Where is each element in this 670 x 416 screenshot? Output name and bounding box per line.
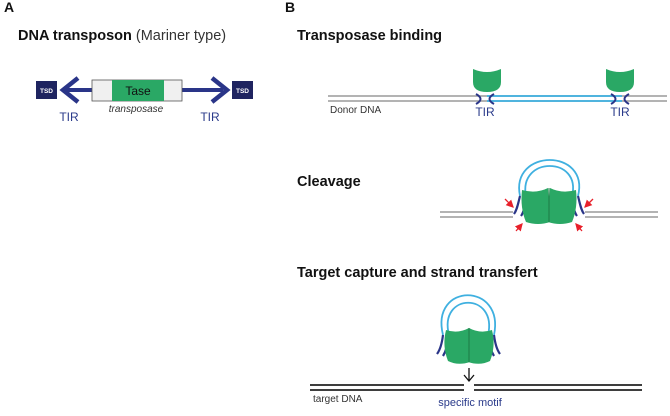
transposase-dimer-cleavage: [521, 188, 577, 224]
panel-a-title-bold: DNA transposon: [18, 28, 132, 44]
step-target-capture: Target capture and strand transfert: [297, 265, 642, 409]
tir-arrow-right: [182, 76, 231, 104]
transposase-gene: [112, 80, 164, 101]
tir-right-label: TIR: [200, 110, 220, 124]
tir-left-label: TIR: [59, 110, 79, 124]
step1-tir-left-label: TIR: [475, 105, 495, 119]
step-cleavage: Cleavage: [297, 159, 658, 232]
specific-motif-label: specific motif: [438, 397, 503, 409]
transposon-loop-inner: [524, 165, 574, 197]
panel-b: B Transposase binding Donor DNA TIR TIR …: [285, 0, 667, 409]
cleavage-arrow-top-right: [584, 198, 594, 208]
tir-mark-right: [610, 93, 617, 105]
transposase-monomer-left: [473, 69, 501, 92]
transposase-dimer-target: [444, 328, 494, 364]
panel-a-letter: A: [4, 0, 14, 15]
transposase-gene-label: Tase: [125, 84, 151, 98]
step2-title: Cleavage: [297, 174, 361, 190]
step3-title: Target capture and strand transfert: [297, 265, 538, 281]
step-transposase-binding: Transposase binding Donor DNA TIR TIR: [297, 28, 667, 119]
tsd-left: TSD: [36, 81, 57, 99]
cleavage-arrow-bottom-right: [575, 223, 584, 232]
step1-tir-right-label: TIR: [610, 105, 630, 119]
transposase-caption: transposase: [109, 104, 164, 115]
target-loop-outer: [440, 294, 496, 336]
panel-b-letter: B: [285, 0, 295, 15]
panel-a-title: DNA transposon (Mariner type): [18, 28, 226, 44]
tir-arrow-left: [59, 76, 92, 104]
tsd-left-label: TSD: [40, 88, 53, 95]
target-dna-label: target DNA: [313, 394, 363, 405]
tsd-right: TSD: [232, 81, 253, 99]
transposase-monomer-right: [606, 69, 634, 92]
panel-a: A DNA transposon (Mariner type) TSD TSD …: [4, 0, 253, 124]
cleavage-arrow-top-left: [504, 198, 514, 208]
panel-a-title-light: (Mariner type): [132, 28, 226, 44]
step1-title: Transposase binding: [297, 28, 442, 44]
tsd-right-label: TSD: [236, 88, 249, 95]
transposon-loop-outer: [518, 159, 581, 197]
cleavage-arrow-bottom-left: [514, 223, 523, 232]
tir-mark-left: [475, 93, 482, 105]
target-loop-inner: [446, 302, 491, 336]
donor-dna-label: Donor DNA: [330, 105, 381, 116]
